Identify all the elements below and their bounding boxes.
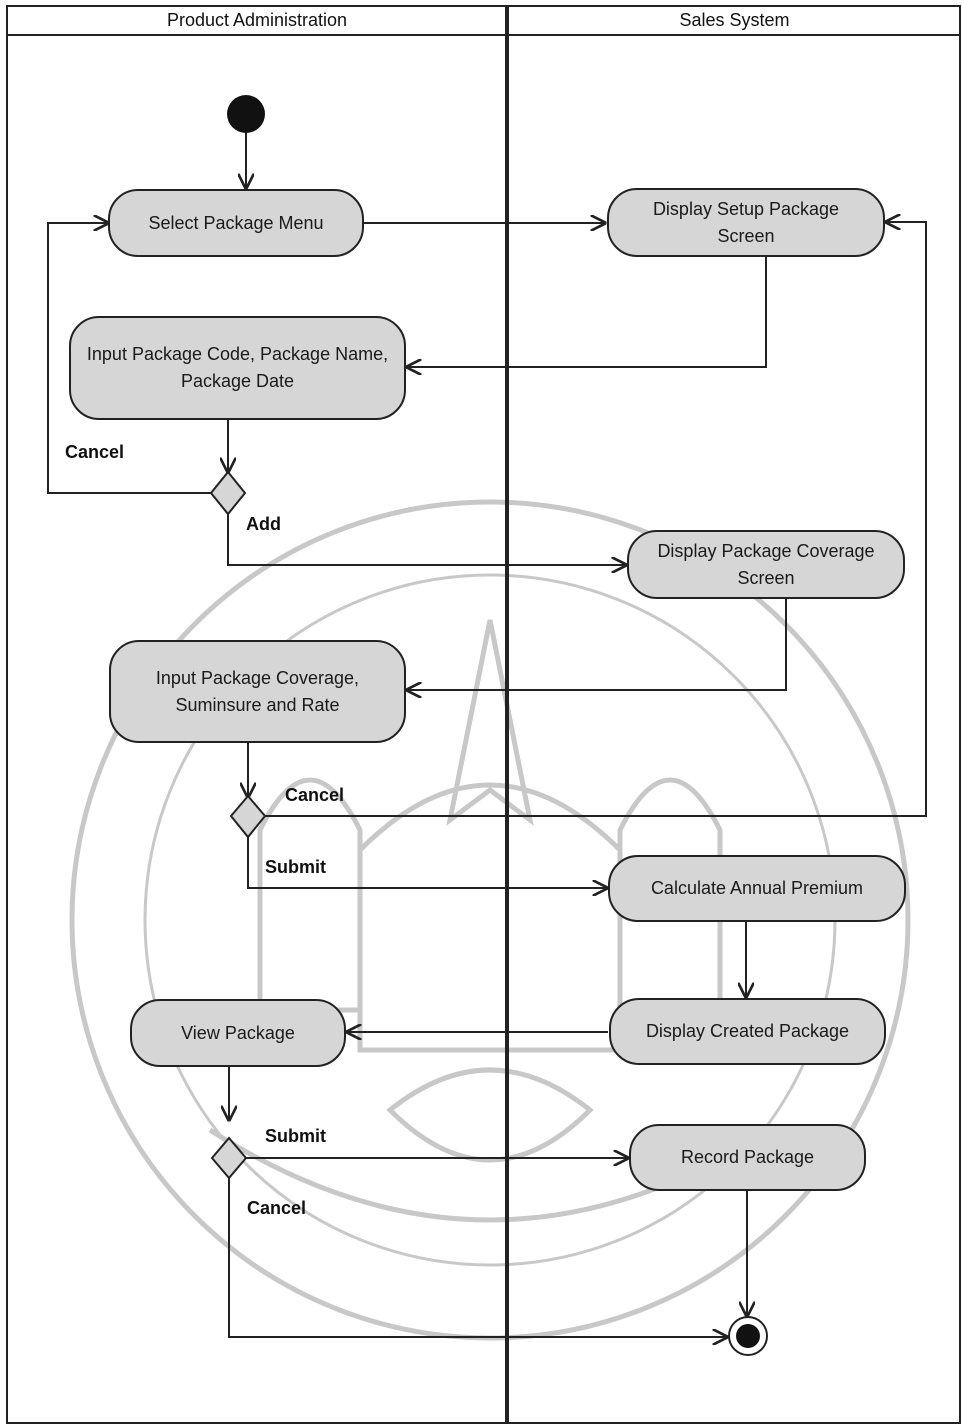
guard-submit-2: Submit [265, 1126, 326, 1146]
guard-cancel-3: Cancel [247, 1198, 307, 1218]
decision-node-record-cancel [210, 1136, 248, 1180]
guard-cancel-2: Cancel [285, 785, 345, 805]
activity-input-package-coverage: Input Package Coverage, Suminsure and Ra… [109, 640, 406, 743]
flow-cancel-to-display-setup [264, 222, 927, 817]
decision-node-add-cancel [209, 470, 247, 516]
initial-node [227, 95, 265, 133]
activity-select-package-menu: Select Package Menu [108, 189, 364, 257]
flow-submit-to-calculate [247, 837, 607, 888]
activity-record-package: Record Package [629, 1124, 866, 1191]
activity-display-setup-package-screen: Display Setup Package Screen [607, 188, 885, 257]
activity-display-package-coverage-screen: Display Package Coverage Screen [627, 530, 905, 599]
flow-cancel-to-end [228, 1178, 727, 1337]
activity-view-package: View Package [130, 999, 346, 1067]
guard-cancel-1: Cancel [65, 442, 125, 462]
final-node-inner [736, 1324, 760, 1348]
activity-calculate-annual-premium: Calculate Annual Premium [608, 855, 906, 922]
guard-submit-1: Submit [265, 857, 326, 877]
lane-title-product-administration: Product Administration [166, 10, 348, 30]
activity-input-package-code: Input Package Code, Package Name, Packag… [69, 316, 406, 420]
lane-title-sales-system: Sales System [679, 10, 790, 30]
flow-display-coverage-to-input-coverage [407, 599, 787, 690]
flow-display-setup-to-input-code [407, 257, 767, 367]
decision-node-submit-cancel [229, 794, 267, 839]
flow-add-to-display-coverage [227, 514, 626, 565]
guard-add: Add [246, 514, 281, 534]
flow-cancel-to-select [47, 223, 212, 494]
swimlane-frame [6, 5, 961, 1424]
activity-display-created-package: Display Created Package [609, 998, 886, 1065]
